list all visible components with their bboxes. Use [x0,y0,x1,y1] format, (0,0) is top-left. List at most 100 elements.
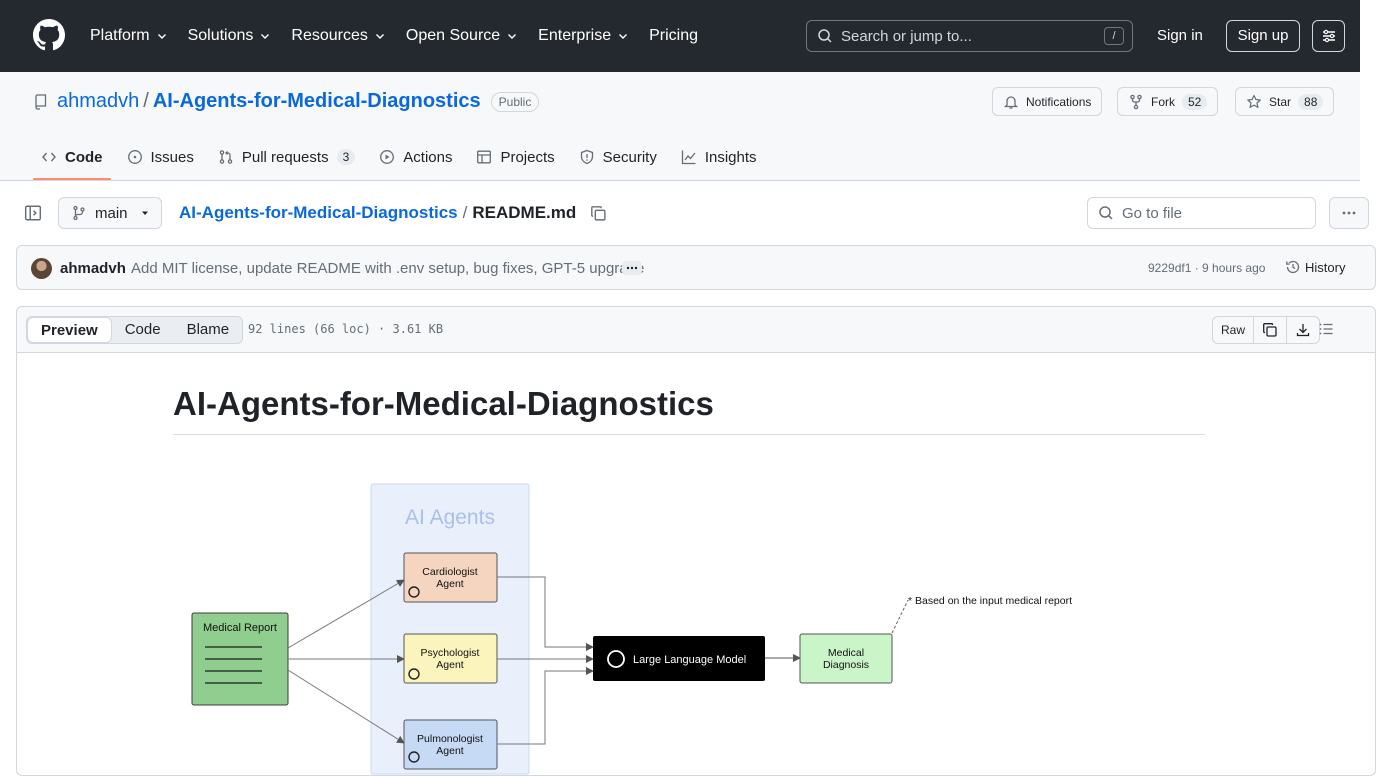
tab-pull-requests[interactable]: Pull requests 3 [210,137,363,177]
file-toolbar: Preview Code Blame 92 lines (66 loc) · 3… [17,307,1375,353]
tab-actions[interactable]: Actions [371,137,460,177]
download-button[interactable] [1287,317,1319,343]
breadcrumb-repo-link[interactable]: AI-Agents-for-Medical-Diagnostics [179,203,458,222]
nav-enterprise[interactable]: Enterprise [538,27,629,45]
nav-platform[interactable]: Platform [90,27,168,45]
table-icon [477,150,492,164]
branch-name: main [95,204,128,222]
search-placeholder: Search or jump to... [841,27,972,45]
svg-text:Agent: Agent [436,578,464,590]
nav-pricing[interactable]: Pricing [649,27,698,45]
nav-open-source[interactable]: Open Source [406,27,518,45]
notifications-button[interactable]: Notifications [992,87,1103,116]
nav-enterprise-label: Enterprise [538,27,612,44]
star-label: Star [1269,94,1292,109]
report-lines [205,646,262,684]
tab-insights[interactable]: Insights [673,137,765,177]
copy-raw-button[interactable] [1254,317,1288,343]
tab-pull-requests-label: Pull requests [241,148,329,166]
fork-button[interactable]: Fork 52 [1117,87,1219,116]
menu-button[interactable] [1312,20,1345,52]
fork-label: Fork [1151,94,1175,109]
agent-cardiologist: Cardiologist Agent [403,552,498,603]
kebab-horizontal-icon [1342,211,1356,215]
pull-requests-count: 3 [336,149,356,165]
openai-icon [408,586,420,598]
tab-insights-label: Insights [704,148,757,166]
download-icon [1296,324,1310,337]
github-logo-icon[interactable] [33,19,65,51]
go-to-file-placeholder: Go to file [1122,204,1183,222]
preview-mode-button[interactable]: Preview [27,317,112,343]
medical-diagnosis-box [799,633,893,684]
sidebar-toggle-button[interactable] [20,200,46,226]
chevron-down-icon [508,34,517,39]
chevron-down-icon [261,34,270,39]
diagram-note: * Based on the input medical report [908,595,1072,607]
nav-resources[interactable]: Resources [291,27,385,45]
nav-solutions[interactable]: Solutions [188,27,272,45]
nav-open-source-label: Open Source [405,27,501,44]
report-connectors [287,579,405,744]
repo-name-link[interactable]: AI-Agents-for-Medical-Diagnostics [152,90,481,112]
openai-icon [408,668,420,680]
svg-text:Agent: Agent [436,659,464,671]
search-shortcut-key: / [1104,27,1124,45]
search-input[interactable]: Search or jump to... / [806,20,1133,52]
sign-in-link[interactable]: Sign in [1157,27,1203,44]
raw-button[interactable]: Raw [1213,317,1255,343]
bell-icon [1003,95,1019,109]
commit-expand-button[interactable] [622,261,642,275]
avatar[interactable] [31,258,52,279]
tab-security[interactable]: Security [571,137,665,177]
history-label: History [1305,259,1346,275]
commit-author-link[interactable]: ahmadvh [60,260,126,277]
commit-sha-time[interactable]: 9229df1 · 9 hours ago [1148,261,1266,275]
copy-icon [1263,323,1277,337]
pull-request-icon [219,150,233,164]
note-leader-line [891,599,909,634]
list-unordered-icon [1319,323,1333,335]
fork-icon [1130,94,1142,109]
file-viewer: Preview Code Blame 92 lines (66 loc) · 3… [16,306,1376,776]
sign-up-button[interactable]: Sign up [1226,20,1300,52]
branch-selector[interactable]: main [58,197,162,229]
star-icon [1247,94,1261,108]
agent-connectors [497,576,594,745]
repo-tabs: Code Issues Pull requests 3 Actions Proj… [33,137,773,181]
graph-icon [681,150,696,165]
outline-button[interactable] [1318,321,1334,337]
shield-icon [580,149,593,165]
menu-icon [1322,29,1335,43]
code-mode-button[interactable]: Code [124,321,161,338]
openai-icon [408,751,420,763]
svg-text:Cardiologist: Cardiologist [422,566,478,578]
play-icon [380,150,395,164]
nav-pricing-label: Pricing [649,27,698,44]
tab-projects[interactable]: Projects [468,137,562,177]
code-icon [42,152,56,162]
caret-down-icon [141,211,148,215]
history-button[interactable]: History [1285,259,1345,275]
search-icon [818,29,832,43]
commit-message-link[interactable]: Add MIT license, update README with .env… [131,260,645,277]
go-to-file-input[interactable]: Go to file [1087,197,1316,229]
tab-actions-label: Actions [403,148,453,166]
llm-box [593,636,765,681]
tab-issues-label: Issues [150,148,194,166]
tab-code-label: Code [65,148,103,166]
tab-issues[interactable]: Issues [119,137,202,177]
repo-owner-link[interactable]: ahmadvh [57,90,140,112]
blame-mode-button[interactable]: Blame [186,321,230,338]
chevron-down-icon [619,34,628,39]
star-button[interactable]: Star 88 [1235,87,1335,116]
breadcrumb: AI-Agents-for-Medical-Diagnostics / READ… [179,203,607,223]
agent-psychologist: Psychologist Agent [403,633,498,684]
copy-icon[interactable] [590,205,607,222]
ai-agents-label: AI Agents [405,506,495,529]
tab-code[interactable]: Code [33,137,111,180]
llm-label: Large Language Model [633,654,746,666]
visibility-badge: Public [490,91,540,112]
readme-heading: AI-Agents-for-Medical-Diagnostics [173,385,714,422]
more-options-button[interactable] [1329,197,1369,229]
